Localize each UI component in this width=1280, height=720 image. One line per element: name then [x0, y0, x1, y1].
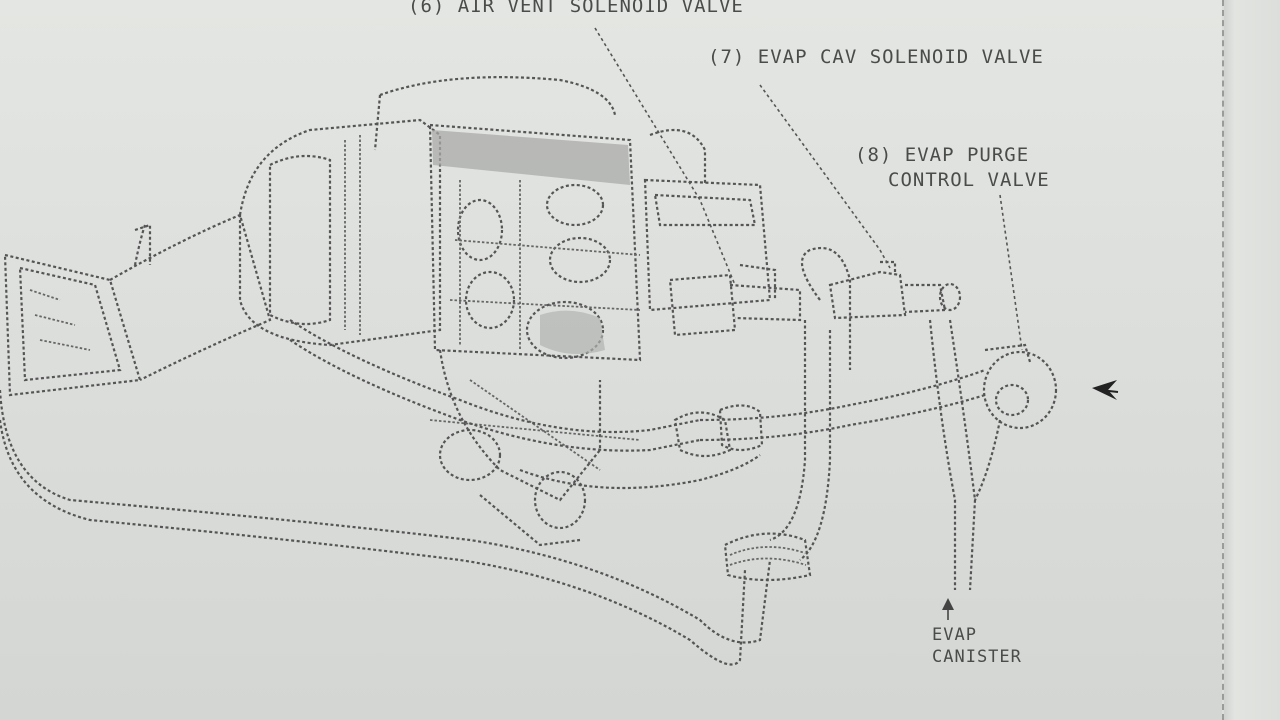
- air-intake-duct: [3, 213, 272, 397]
- page-fold-shadow: [1222, 0, 1280, 720]
- valve-cover-shading: [432, 130, 630, 185]
- label-evap-canister-line1: EVAP: [932, 625, 977, 645]
- arrow-up-icon: [942, 598, 954, 620]
- label-air-vent-solenoid-valve: (6) AIR VENT SOLENOID VALVE: [408, 0, 744, 17]
- evap-hoses: [0, 246, 1002, 666]
- evap-cav-solenoid-valve: [828, 260, 962, 320]
- leader-lines: [594, 27, 1023, 351]
- label-evap-purge-line1: (8) EVAP PURGE: [855, 144, 1030, 166]
- throttle-valve-assembly: [643, 128, 802, 337]
- evap-purge-control-valve: [982, 343, 1058, 430]
- label-evap-purge-line2: CONTROL VALVE: [888, 169, 1050, 191]
- engine-block: [428, 123, 642, 547]
- arrow-left-icon: [1092, 380, 1119, 400]
- label-evap-cav-solenoid-valve: (7) EVAP CAV SOLENOID VALVE: [708, 46, 1044, 68]
- label-evap-canister-line2: CANISTER: [932, 647, 1022, 667]
- intake-manifold: [238, 76, 617, 347]
